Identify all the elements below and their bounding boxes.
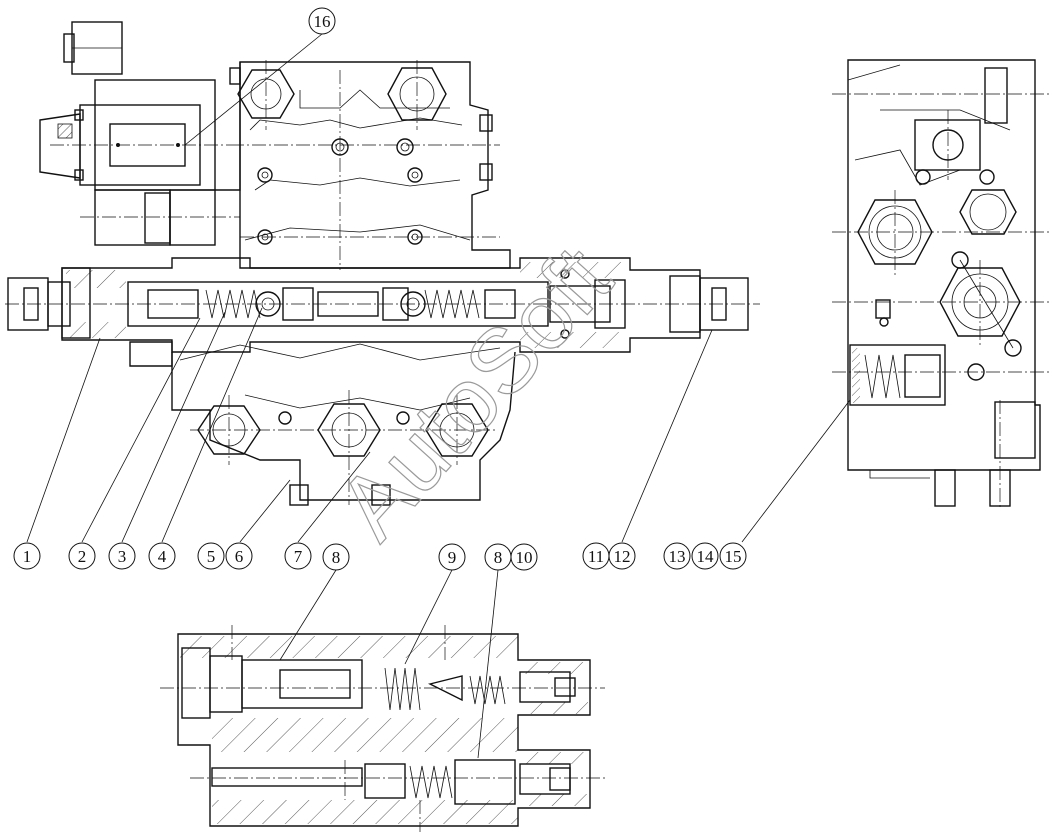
svg-text:15: 15 [725, 547, 742, 566]
svg-text:11: 11 [588, 547, 604, 566]
callout-9: 9 [438, 543, 466, 571]
leader-lines [26, 33, 851, 759]
callout-4: 4 [148, 542, 176, 570]
section-view [160, 625, 605, 832]
callouts: 1 2 3 4 5 6 7 8 9 8 10 11 12 13 14 15 16 [13, 7, 747, 571]
front-view [5, 21, 760, 506]
callout-15: 15 [719, 542, 747, 570]
svg-text:10: 10 [516, 548, 533, 567]
svg-text:14: 14 [697, 547, 715, 566]
svg-text:3: 3 [118, 547, 127, 566]
svg-text:7: 7 [294, 547, 303, 566]
callout-14: 14 [691, 542, 719, 570]
svg-text:16: 16 [314, 12, 331, 31]
callout-3: 3 [108, 542, 136, 570]
callout-11: 11 [582, 542, 610, 570]
callout-6: 6 [225, 542, 253, 570]
callout-1: 1 [13, 542, 41, 570]
svg-text:8: 8 [494, 548, 503, 567]
callout-7: 7 [284, 542, 312, 570]
callout-8a: 8 [322, 543, 350, 571]
callout-13: 13 [663, 542, 691, 570]
svg-text:12: 12 [614, 547, 631, 566]
callout-2: 2 [68, 542, 96, 570]
svg-text:13: 13 [669, 547, 686, 566]
svg-text:9: 9 [448, 548, 457, 567]
callout-12: 12 [608, 542, 636, 570]
svg-text:5: 5 [207, 547, 216, 566]
side-view [832, 59, 1050, 510]
svg-text:2: 2 [78, 547, 87, 566]
callout-10: 10 [510, 543, 538, 571]
callout-8b: 8 [484, 543, 512, 571]
watermark-text: AutoSoft [319, 228, 631, 559]
callout-5: 5 [197, 542, 225, 570]
svg-text:6: 6 [235, 547, 244, 566]
callout-16: 16 [308, 7, 336, 35]
svg-text:1: 1 [23, 547, 32, 566]
svg-text:8: 8 [332, 548, 341, 567]
svg-text:4: 4 [158, 547, 167, 566]
